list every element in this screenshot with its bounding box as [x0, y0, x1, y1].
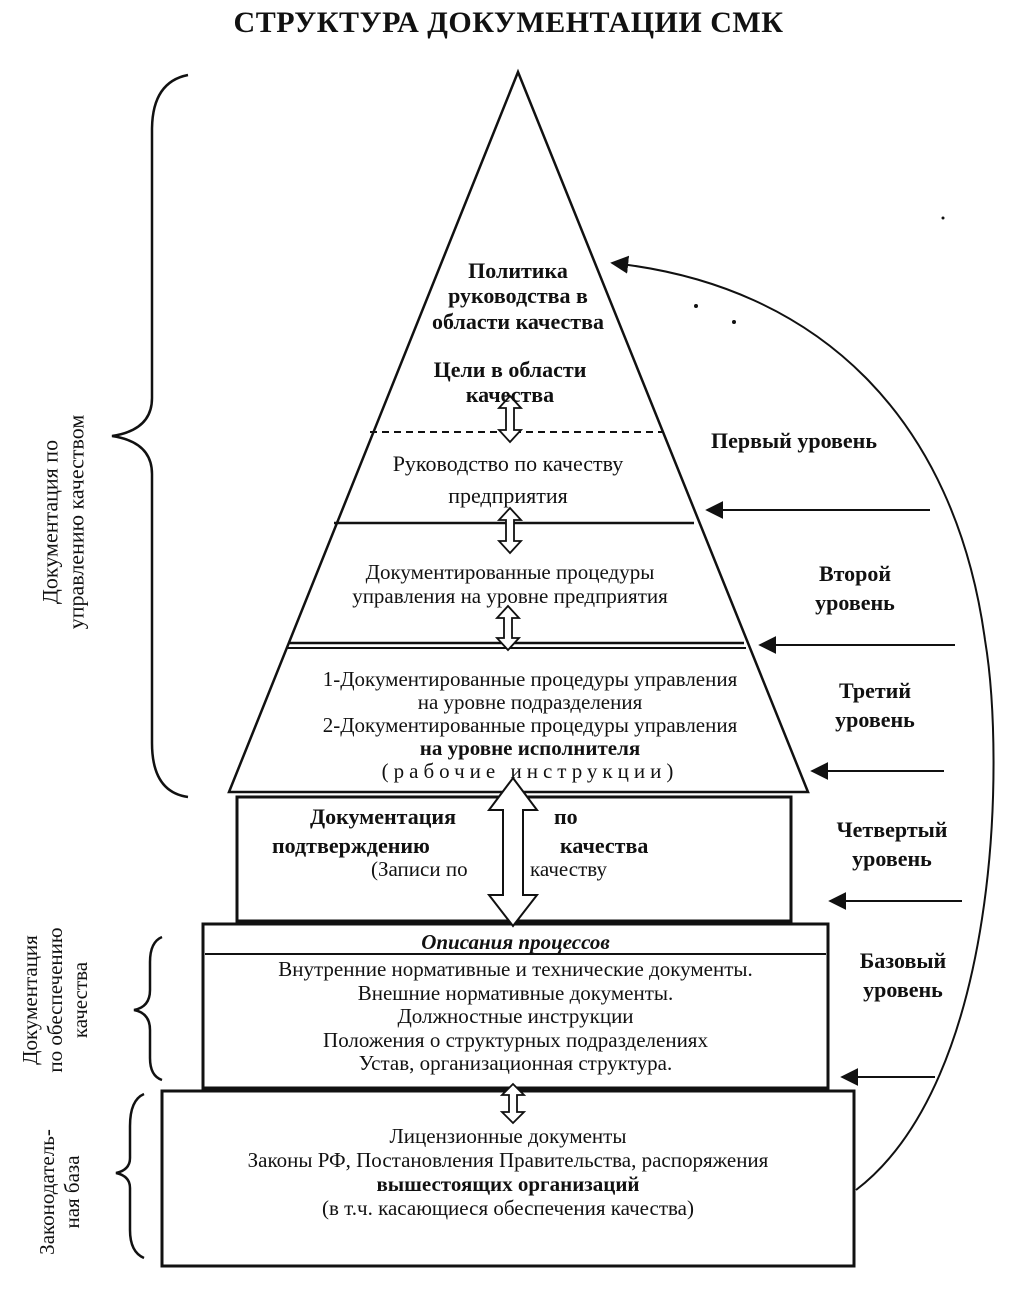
level-label-third: Третий уровень: [800, 677, 950, 734]
feedback-curve-arrow: [610, 255, 995, 1191]
brace-legal: [115, 1092, 145, 1260]
side-label-line: по обеспечению: [43, 927, 68, 1073]
procedures-line: на уровне исполнителя: [419, 736, 641, 761]
side-label-line: ная база: [60, 1155, 84, 1229]
procedures-line: 1-Документированные процедуры управления: [322, 667, 738, 691]
level-label-line: Третий: [839, 678, 911, 703]
goals-line: Цели в области: [433, 357, 587, 382]
base-document-line: Внешние нормативные документы.: [357, 980, 674, 1005]
level-label-line: уровень: [835, 706, 915, 732]
legal-document-line: (в т.ч. касающиеся обеспечения качества): [322, 1196, 694, 1221]
level-label-line: Четвертый: [836, 817, 948, 842]
level-label-line: уровень: [815, 589, 895, 615]
policy-text: Политика руководства в области качества: [418, 258, 618, 334]
double-arrow-procedures: [494, 604, 522, 652]
double-arrow-manual-procedures: [496, 506, 524, 555]
side-label-line: качества: [68, 961, 93, 1039]
level-label-base: Базовый уровень: [828, 947, 978, 1004]
goals-text: Цели в области качества: [410, 357, 610, 408]
procedures-line: Документированные процедуры: [365, 560, 655, 584]
procedures-line: управления на уровне предприятия: [352, 584, 668, 609]
records-text-right-1: по: [554, 804, 578, 829]
base-document-line: Устав, организационная структура.: [358, 1051, 673, 1076]
manual-line: Руководство по качеству: [392, 451, 624, 476]
legal-document-line: Лицензионные документы: [389, 1124, 627, 1148]
records-text-left-3: (Записи по: [371, 857, 468, 881]
legal-documents-list: Лицензионные документы Законы РФ, Постан…: [162, 1124, 854, 1221]
legal-document-line: вышестоящих организаций: [376, 1172, 640, 1197]
side-label-line: управлению качеством: [64, 414, 89, 630]
level-label-first: Первый уровень: [711, 428, 877, 453]
records-text-right-3: качеству: [530, 857, 607, 881]
speck: [694, 304, 698, 308]
side-label-legal: Законодатель- ная база: [35, 1129, 85, 1255]
records-text-left-1: Документация: [310, 804, 456, 829]
level-label-line: Базовый: [859, 948, 947, 973]
level-label-line: уровень: [852, 845, 932, 871]
base-document-line: Должностные инструкции: [397, 1004, 634, 1029]
speck: [732, 320, 736, 324]
level-label-line: уровень: [863, 976, 943, 1002]
double-arrow-legal: [499, 1082, 527, 1125]
brace-assurance: [133, 935, 163, 1082]
level-label-fourth: Четвертый уровень: [812, 816, 972, 873]
procedures-line: 2-Документированные процедуры управления: [322, 713, 738, 738]
manual-line: предприятия: [448, 482, 568, 508]
enterprise-procedures-text: Документированные процедуры управления н…: [310, 560, 710, 608]
procedures-line: на уровне подразделения: [417, 690, 643, 715]
level-label-line: Второй: [818, 561, 892, 586]
base-document-line: Внутренние нормативные и технические док…: [278, 957, 753, 981]
page-title: СТРУКТУРА ДОКУМЕНТАЦИИ СМК: [233, 6, 784, 39]
policy-line: руководства в: [448, 283, 588, 309]
side-label-assurance: Документация по обеспечению качества: [18, 927, 94, 1072]
procedures-line: (рабочие инструкции): [381, 759, 679, 784]
policy-line: области качества: [432, 308, 604, 334]
base-documents-list: Внутренние нормативные и технические док…: [205, 957, 826, 1076]
records-text-left-2: подтверждению: [272, 833, 430, 858]
speck: [941, 216, 945, 220]
double-arrow-records: [486, 776, 540, 928]
side-label-management: Документация по управлению качеством: [38, 415, 91, 630]
level-label-second: Второй уровень: [780, 560, 930, 617]
goals-line: качества: [465, 382, 555, 408]
brace-management: [111, 73, 189, 799]
legal-document-line: Законы РФ, Постановления Правительства, …: [247, 1148, 769, 1173]
legal-box: [160, 1089, 856, 1268]
side-label-line: Документация по: [37, 439, 63, 605]
side-label-line: Законодатель-: [34, 1129, 59, 1255]
quality-manual-text: Руководство по качеству предприятия: [358, 448, 658, 512]
records-text-right-2: качества: [560, 833, 649, 858]
unit-procedures-text: 1-Документированные процедуры управления…: [270, 667, 790, 784]
double-arrow-goals-manual: [496, 394, 524, 444]
process-descriptions-header: Описания процессов: [421, 930, 610, 954]
policy-line: Политика: [468, 258, 568, 283]
side-label-line: Документация: [18, 935, 43, 1065]
base-document-line: Положения о структурных подразделениях: [323, 1027, 708, 1052]
